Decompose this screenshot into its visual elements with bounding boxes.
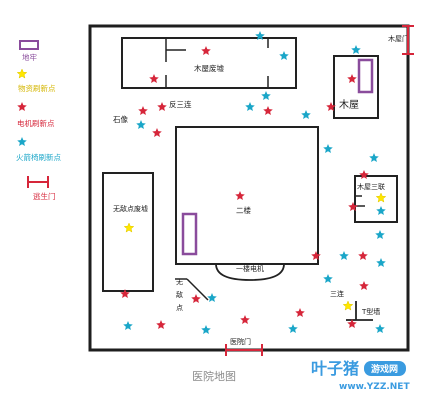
red-star [326, 102, 336, 112]
legend-yellow-label: 物资刷新点 [18, 83, 56, 93]
cyan-star [261, 91, 271, 101]
t-wall-label: T型墙 [361, 307, 380, 316]
cabin-triple-building [354, 175, 398, 223]
red-star [359, 170, 369, 180]
cyan-star [369, 153, 379, 163]
no-enemy-ruin-building [102, 172, 154, 292]
cyan-star [279, 51, 289, 61]
legend-cyan-label: 火箭椅刷新点 [16, 152, 61, 162]
first-floor-motor-label: 一楼电机 [236, 264, 264, 273]
red-star [347, 319, 357, 329]
cyan-star [375, 324, 385, 334]
watermark-badge: 游戏网 [371, 363, 398, 375]
cabin-ruin-inner-walls [165, 38, 269, 88]
second-floor-label: 二楼 [236, 205, 251, 215]
red-star [295, 308, 305, 318]
map-caption: 医院地图 [192, 369, 236, 383]
cabin-building [333, 55, 379, 119]
legend-gate-label: 逃生门 [33, 191, 56, 201]
cyan-star [301, 110, 311, 120]
legend-cyan-star-icon [17, 137, 27, 147]
legend-cell-label: 地牢 [22, 52, 37, 62]
t-wall [346, 301, 373, 321]
no-enemy-char-3: 点 [176, 304, 183, 312]
cyan-star [201, 325, 211, 335]
red-star [263, 106, 273, 116]
cabin-triple-inner-walls [355, 195, 365, 207]
legend-yellow-star-icon [16, 68, 28, 79]
red-star [359, 281, 369, 291]
legend-cell-icon [19, 40, 39, 50]
yellow-star-ruin [123, 222, 135, 233]
red-star [156, 320, 166, 330]
watermark-badge-bg [364, 361, 406, 376]
cyan-star [376, 258, 386, 268]
red-star [358, 251, 368, 261]
main-hospital-building [175, 126, 319, 265]
red-star [157, 102, 167, 112]
cabin-ruin-building [121, 37, 297, 89]
legend-red-label: 电机刷新点 [17, 118, 55, 128]
watermark-brand: 叶子猪 [311, 359, 359, 378]
cyan-star [323, 144, 333, 154]
cyan-star [288, 324, 298, 334]
red-spawn-markers [120, 46, 369, 330]
watermark: 叶子猪 游戏网 www.YZZ.NET [311, 359, 410, 392]
red-star [347, 74, 357, 84]
cyan-star [255, 31, 265, 41]
cyan-star [123, 321, 133, 331]
triple-label: 三连 [330, 289, 344, 298]
yellow-star-triple [342, 300, 354, 311]
legend: 地牢 物资刷新点 电机刷新点 火箭椅刷新点 逃生门 [16, 40, 61, 201]
legend-red-star-icon [17, 102, 27, 112]
red-star [152, 128, 162, 138]
red-star [149, 74, 159, 84]
first-floor-motor-room [215, 263, 285, 281]
cabin-label: 木屋 [339, 99, 359, 111]
cyan-star [339, 251, 349, 261]
yellow-spawn-markers [123, 192, 387, 311]
main-building-dungeon [181, 212, 198, 256]
cyan-spawn-markers [123, 31, 386, 335]
cabin-triple-label: 木屋三联 [357, 182, 385, 191]
red-star [201, 46, 211, 56]
no-enemy-char-2: 敌 [176, 290, 183, 299]
hospital-escape-gate [225, 344, 263, 356]
cyan-star [136, 120, 146, 130]
cabin-ruin-label: 木屋废墟 [194, 63, 224, 73]
cyan-star [323, 274, 333, 284]
watermark-url: www.YZZ.NET [339, 382, 410, 392]
cabin-gate-label: 木屋门 [388, 34, 409, 43]
red-star [311, 251, 321, 261]
red-star [120, 289, 130, 299]
red-star [138, 106, 148, 116]
cyan-star [351, 45, 361, 55]
no-enemy-char-1: 无 [176, 278, 183, 286]
cabin-escape-gate [402, 25, 414, 55]
red-star [191, 294, 201, 304]
cyan-star [376, 206, 386, 216]
reverse-triple-label: 反三连 [169, 99, 192, 109]
no-enemy-stair-walls [175, 278, 209, 301]
hospital-gate-label: 医院门 [230, 337, 251, 346]
cabin-dungeon [357, 58, 374, 94]
cyan-star [245, 102, 255, 112]
statue-label: 石像 [113, 114, 128, 124]
yellow-star-cabin [375, 192, 387, 203]
cyan-star [375, 230, 385, 240]
legend-gate-icon [27, 176, 49, 188]
cyan-star [207, 293, 217, 303]
red-star [235, 191, 245, 201]
red-star [240, 315, 250, 325]
no-enemy-ruin-label: 无敌点废墟 [113, 204, 148, 213]
red-star [348, 202, 358, 212]
